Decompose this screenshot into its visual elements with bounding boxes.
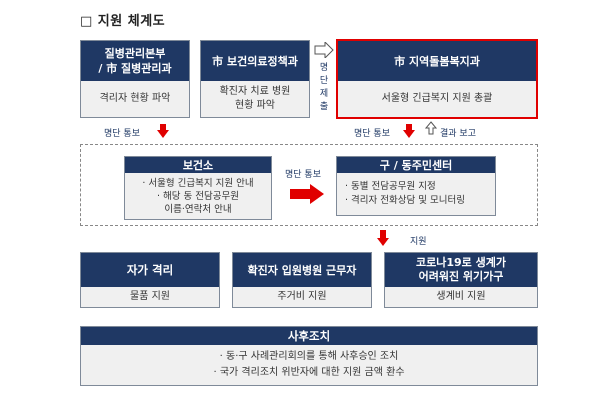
box-kcdc: 질병관리본부 / 市 질병관리과 격리자 현황 파악 [80, 40, 190, 118]
box-hospital-workers: 확진자 입원병원 근무자 주거비 지원 [232, 252, 372, 308]
box-health-policy-header: 市 보건의료정책과 [201, 41, 309, 81]
box-community-center-header: 구 / 동주민센터 [337, 157, 495, 173]
box-community-center-body-line1: · 동별 전담공무원 지정 [345, 181, 436, 192]
box-health-center-body-line2: · 해당 동 전담공무원 [157, 190, 239, 202]
page-title: □ 지원 체계도 [80, 14, 166, 29]
box-health-policy: 市 보건의료정책과 확진자 치료 병원 현황 파악 [200, 40, 310, 118]
box-health-policy-body-line2: 현황 파악 [235, 100, 275, 111]
box-crisis-households-body: 생계비 지원 [385, 287, 537, 307]
box-health-center-body-line3: 이름·연락처 안내 [164, 203, 232, 215]
arrow-support-stem [380, 230, 386, 238]
down-arrow-left-icon [157, 130, 169, 138]
box-crisis-households-header-line1: 코로나19로 생계가 [416, 256, 506, 269]
box-health-policy-body: 확진자 치료 병원 현황 파악 [201, 81, 309, 117]
box-kcdc-header-line2: / 市 질병관리과 [98, 62, 172, 75]
box-health-center: 보건소 · 서울형 긴급복지 지원 안내 · 해당 동 전담공무원 이름·연락처… [124, 156, 272, 220]
box-health-center-body-line1: · 서울형 긴급복지 지원 안내 [142, 177, 254, 189]
vertical-label-char1: 명 [319, 63, 329, 73]
vertical-label-char2: 단 [319, 76, 329, 86]
box-community-care-body: 서울형 긴급복지 지원 총괄 [338, 81, 536, 117]
vertical-label-char4: 출 [319, 102, 329, 112]
box-community-care-header: 市 지역돌봄복지과 [338, 41, 536, 81]
vertical-label: 명 단 제 출 [316, 62, 332, 114]
box-health-policy-body-line1: 확진자 치료 병원 [219, 86, 291, 97]
box-health-center-body: · 서울형 긴급복지 지원 안내 · 해당 동 전담공무원 이름·연락처 안내 [125, 173, 271, 219]
label-result-report: 결과 보고 [440, 129, 476, 139]
box-follow-up-body-line1: · 동·구 사례관리회의를 통해 사후승인 조치 [219, 351, 399, 362]
box-follow-up: 사후조치 · 동·구 사례관리회의를 통해 사후승인 조치 · 국가 격리조치 … [80, 326, 538, 386]
arrow-left-stem [160, 124, 166, 130]
label-support: 지원 [410, 237, 427, 247]
box-community-center-body: · 동별 전담공무원 지정 · 격리자 전화상담 및 모니터링 [337, 173, 495, 215]
label-mid-notify: 명단 통보 [354, 129, 390, 139]
box-crisis-households-header: 코로나19로 생계가 어려워진 위기가구 [385, 253, 537, 287]
box-community-care: 市 지역돌봄복지과 서울형 긴급복지 지원 총괄 [336, 39, 538, 119]
box-self-quarantine-header: 자가 격리 [81, 253, 219, 287]
box-kcdc-header-line1: 질병관리본부 [104, 47, 166, 60]
box-follow-up-body: · 동·구 사례관리회의를 통해 사후승인 조치 · 국가 격리조치 위반자에 … [81, 345, 537, 385]
arrow-mid-stem [406, 124, 412, 130]
box-follow-up-body-line2: · 국가 격리조치 위반자에 대한 지원 금액 환수 [213, 367, 405, 378]
box-hospital-workers-body: 주거비 지원 [233, 287, 371, 307]
down-arrow-support-icon [377, 238, 389, 246]
down-arrow-mid-icon [403, 130, 415, 138]
box-health-center-header: 보건소 [125, 157, 271, 173]
box-crisis-households-header-line2: 어려워진 위기가구 [418, 270, 504, 283]
box-self-quarantine: 자가 격리 물품 지원 [80, 252, 220, 308]
box-hospital-workers-header: 확진자 입원병원 근무자 [233, 253, 371, 287]
hollow-right-arrow-icon [314, 42, 334, 58]
box-kcdc-body: 격리자 현황 파악 [81, 81, 189, 117]
box-health-policy-header-line1: 市 보건의료정책과 [212, 54, 298, 68]
vertical-label-char3: 제 [319, 89, 329, 99]
box-self-quarantine-body: 물품 지원 [81, 287, 219, 307]
box-community-care-header-line1: 市 지역돌봄복지과 [394, 54, 480, 68]
box-kcdc-body-line1: 격리자 현황 파악 [99, 93, 171, 104]
up-arrow-icon [425, 121, 437, 135]
box-kcdc-header: 질병관리본부 / 市 질병관리과 [81, 41, 189, 81]
box-community-center-body-line2: · 격리자 전화상담 및 모니터링 [345, 195, 465, 206]
label-left-notify: 명단 통보 [104, 129, 140, 139]
box-follow-up-header: 사후조치 [81, 327, 537, 345]
box-crisis-households: 코로나19로 생계가 어려워진 위기가구 생계비 지원 [384, 252, 538, 308]
label-center-notify: 명단 통보 [285, 170, 321, 180]
box-community-center: 구 / 동주민센터 · 동별 전담공무원 지정 · 격리자 전화상담 및 모니터… [336, 156, 496, 216]
box-community-care-body-line1: 서울형 긴급복지 지원 총괄 [381, 93, 493, 104]
right-arrow-icon [290, 184, 324, 204]
